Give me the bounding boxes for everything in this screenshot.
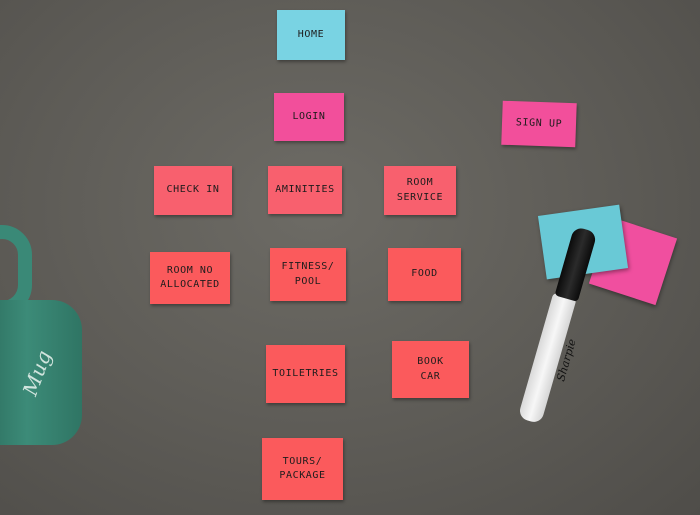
note-food: FOOD xyxy=(388,248,461,301)
note-fitness-pool: FITNESS/ POOL xyxy=(270,248,346,301)
note-checkin: CHECK IN xyxy=(154,166,232,215)
note-book-car: BOOK CAR xyxy=(392,341,469,398)
green-mug: Mug xyxy=(0,300,82,445)
note-room-allocated: ROOM NO ALLOCATED xyxy=(150,252,230,304)
note-toiletries: TOILETRIES xyxy=(266,345,345,403)
mug-script-text: Mug xyxy=(17,347,57,399)
note-signup: SIGN UP xyxy=(501,100,577,148)
note-room-service: ROOM SERVICE xyxy=(384,166,456,215)
note-login: LOGIN xyxy=(274,93,344,141)
note-aminities: AMINITIES xyxy=(268,166,342,214)
note-tours-package: TOURS/ PACKAGE xyxy=(262,438,343,500)
note-home: HOME xyxy=(277,10,345,60)
